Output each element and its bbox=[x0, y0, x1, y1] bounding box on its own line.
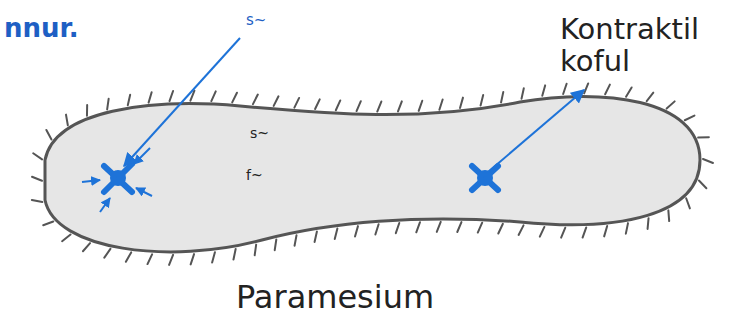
cilium bbox=[295, 235, 297, 246]
water-symbol: s~ bbox=[250, 126, 269, 141]
cilium bbox=[563, 84, 566, 94]
cilium bbox=[255, 245, 257, 256]
cilium bbox=[698, 136, 709, 138]
cilium bbox=[605, 85, 610, 95]
cilium bbox=[377, 102, 381, 112]
cilium bbox=[147, 254, 152, 264]
cilium bbox=[104, 249, 110, 258]
cilium bbox=[83, 243, 90, 251]
cilium bbox=[667, 101, 675, 108]
cilium bbox=[481, 95, 484, 105]
cilium bbox=[460, 98, 463, 108]
substance-symbol: f~ bbox=[246, 168, 263, 183]
cilium bbox=[478, 223, 482, 233]
cilium bbox=[583, 227, 587, 237]
cilium bbox=[212, 252, 215, 262]
cilium bbox=[128, 95, 130, 106]
cilium bbox=[647, 218, 650, 229]
cilium bbox=[66, 115, 68, 126]
cilium bbox=[62, 235, 70, 242]
cilium bbox=[522, 88, 524, 99]
leader-arrow bbox=[488, 90, 584, 172]
cilium bbox=[542, 85, 545, 95]
cilium bbox=[667, 210, 670, 221]
partial-word: nnur. bbox=[4, 14, 79, 43]
cilium bbox=[626, 223, 628, 234]
cilium bbox=[169, 255, 173, 265]
cilium bbox=[232, 93, 237, 103]
cilium bbox=[375, 224, 378, 234]
cilium bbox=[336, 100, 340, 110]
cilium bbox=[335, 229, 338, 239]
cilium bbox=[32, 200, 43, 202]
cilia bbox=[32, 83, 713, 264]
leader-arrow bbox=[124, 38, 240, 166]
cilium bbox=[498, 224, 503, 234]
cilium bbox=[46, 130, 51, 139]
cilium bbox=[519, 225, 524, 235]
cilium bbox=[233, 249, 235, 260]
cilium bbox=[355, 226, 358, 236]
cilium bbox=[703, 159, 713, 163]
cilium bbox=[253, 95, 258, 105]
cilium bbox=[315, 232, 317, 243]
cilium bbox=[439, 99, 442, 109]
cilium bbox=[686, 198, 690, 208]
organism-name: Paramesium bbox=[236, 280, 434, 315]
contractile-vacuole bbox=[472, 166, 498, 190]
cilium bbox=[315, 99, 320, 109]
cilium bbox=[419, 101, 423, 111]
cilium bbox=[540, 227, 545, 237]
cilium bbox=[396, 223, 399, 233]
cilium bbox=[685, 116, 695, 121]
cilium bbox=[86, 105, 88, 116]
cilium bbox=[294, 98, 299, 108]
cilium bbox=[33, 153, 42, 159]
cilium bbox=[647, 93, 654, 101]
cilium bbox=[584, 83, 588, 93]
cilium bbox=[626, 87, 632, 96]
cilium bbox=[416, 222, 420, 232]
cilium bbox=[43, 221, 53, 225]
contractile-vacuole bbox=[104, 164, 132, 192]
cilium bbox=[191, 254, 194, 264]
cilium bbox=[32, 177, 42, 181]
water-symbol: s~ bbox=[246, 12, 266, 29]
cell-body bbox=[45, 96, 700, 251]
cilium bbox=[604, 226, 607, 236]
cilium bbox=[274, 96, 279, 106]
cilium bbox=[357, 101, 361, 111]
cilium bbox=[126, 252, 131, 261]
cilium bbox=[275, 240, 277, 251]
cilium bbox=[169, 91, 173, 101]
cilium bbox=[107, 99, 108, 110]
cilium bbox=[561, 228, 565, 238]
cilium bbox=[501, 92, 503, 103]
cilium bbox=[149, 92, 152, 102]
cilium bbox=[211, 91, 215, 101]
cilium bbox=[699, 180, 706, 188]
inflow-arrows bbox=[82, 148, 152, 212]
cilium bbox=[457, 222, 461, 232]
cilium bbox=[437, 222, 441, 232]
structure-label: Kontraktil koful bbox=[560, 14, 710, 78]
cilium bbox=[398, 101, 402, 111]
